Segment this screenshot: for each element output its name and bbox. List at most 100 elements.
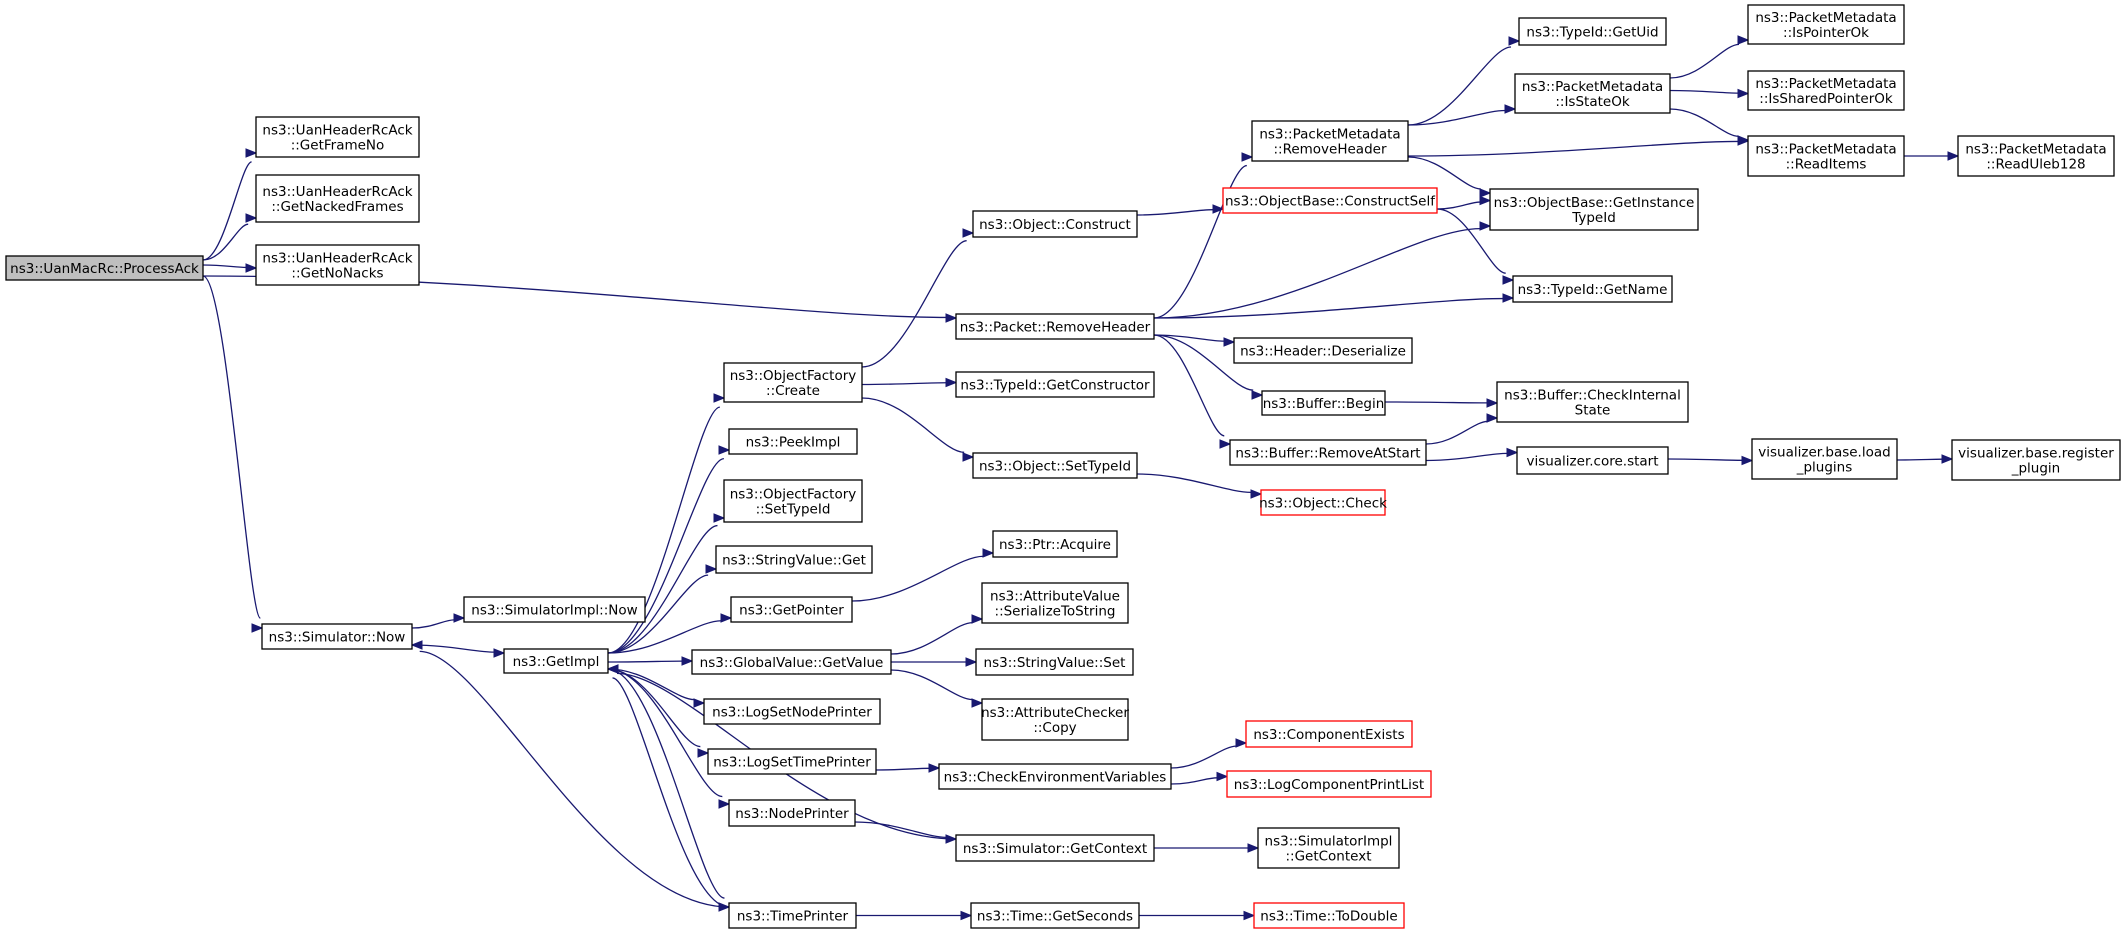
node-obConstructSelf[interactable]: ns3::ObjectBase::ConstructSelf: [1222, 187, 1438, 214]
node-box[interactable]: [728, 799, 856, 827]
node-bufRemoveAtStart[interactable]: ns3::Buffer::RemoveAtStart: [1229, 439, 1427, 466]
node-getImpl[interactable]: ns3::GetImpl: [503, 648, 609, 674]
node-ofCreate[interactable]: ns3::ObjectFactory::Create: [723, 362, 863, 403]
node-pmIsSharedPtrOk[interactable]: ns3::PacketMetadata::IsSharedPointerOk: [1747, 70, 1905, 111]
node-box[interactable]: [1512, 275, 1673, 303]
node-gvGetValue[interactable]: ns3::GlobalValue::GetValue: [691, 649, 892, 675]
node-visLoadPlugins[interactable]: visualizer.base.load_plugins: [1751, 438, 1898, 480]
node-typeIdGetUid[interactable]: ns3::TypeId::GetUid: [1518, 17, 1667, 46]
node-box[interactable]: [255, 116, 420, 158]
node-box[interactable]: [1751, 438, 1898, 480]
node-box[interactable]: [1257, 827, 1400, 869]
node-typeIdGetName[interactable]: ns3::TypeId::GetName: [1512, 275, 1673, 303]
node-box[interactable]: [703, 698, 881, 725]
node-box[interactable]: [255, 244, 420, 286]
node-box[interactable]: [1496, 381, 1689, 423]
node-box[interactable]: [1489, 188, 1699, 231]
node-box[interactable]: [1951, 439, 2121, 481]
node-strValSet[interactable]: ns3::StringValue::Set: [975, 648, 1134, 676]
node-headerDeser[interactable]: ns3::Header::Deserialize: [1233, 337, 1413, 364]
node-strValGet[interactable]: ns3::StringValue::Get: [715, 545, 873, 574]
node-bufBegin[interactable]: ns3::Buffer::Begin: [1261, 390, 1386, 416]
node-box[interactable]: [707, 748, 877, 775]
node-box[interactable]: [728, 902, 857, 929]
node-box[interactable]: [728, 428, 858, 455]
node-avSerialize[interactable]: ns3::AttributeValue::SerializeToString: [981, 582, 1129, 624]
node-box[interactable]: [972, 452, 1138, 479]
node-box[interactable]: [981, 582, 1129, 624]
node-peekImpl[interactable]: ns3::PeekImpl: [728, 428, 858, 455]
node-box[interactable]: [715, 545, 873, 574]
node-box[interactable]: [1747, 4, 1905, 45]
node-ptrAcquire[interactable]: ns3::Ptr::Acquire: [992, 530, 1118, 558]
node-box[interactable]: [981, 698, 1129, 741]
node-box[interactable]: [723, 479, 863, 523]
node-typeIdGetCtor[interactable]: ns3::TypeId::GetConstructor: [955, 371, 1155, 398]
node-box[interactable]: [5, 255, 204, 281]
node-simImplGetContext[interactable]: ns3::SimulatorImpl::GetContext: [1257, 827, 1400, 869]
node-logSetTime[interactable]: ns3::LogSetTimePrinter: [707, 748, 877, 775]
node-box[interactable]: [255, 174, 420, 223]
node-pmReadUleb[interactable]: ns3::PacketMetadata::ReadUleb128: [1957, 135, 2115, 177]
node-box[interactable]: [1514, 73, 1671, 114]
node-box[interactable]: [1226, 770, 1432, 798]
node-objCheck[interactable]: ns3::Object::Check: [1259, 489, 1387, 516]
node-nodePrinter[interactable]: ns3::NodePrinter: [728, 799, 856, 827]
node-pmReadItems[interactable]: ns3::PacketMetadata::ReadItems: [1747, 135, 1905, 177]
node-simImplNow[interactable]: ns3::SimulatorImpl::Now: [463, 596, 646, 623]
node-timePrinter[interactable]: ns3::TimePrinter: [728, 902, 857, 929]
node-getNacked[interactable]: ns3::UanHeaderRcAck::GetNackedFrames: [255, 174, 420, 223]
node-box[interactable]: [1747, 135, 1905, 177]
node-timeToDouble[interactable]: ns3::Time::ToDouble: [1253, 902, 1405, 929]
node-logCompPrint[interactable]: ns3::LogComponentPrintList: [1226, 770, 1432, 798]
node-getNoNacks[interactable]: ns3::UanHeaderRcAck::GetNoNacks: [255, 244, 420, 286]
node-ofSetTypeId[interactable]: ns3::ObjectFactory::SetTypeId: [723, 479, 863, 523]
node-acCopy[interactable]: ns3::AttributeChecker::Copy: [981, 698, 1129, 741]
node-pmIsPointerOk[interactable]: ns3::PacketMetadata::IsPointerOk: [1747, 4, 1905, 45]
node-getFrameNo[interactable]: ns3::UanHeaderRcAck::GetFrameNo: [255, 116, 420, 158]
node-checkEnv[interactable]: ns3::CheckEnvironmentVariables: [938, 763, 1172, 790]
node-objConstruct[interactable]: ns3::Object::Construct: [972, 210, 1138, 238]
node-box[interactable]: [975, 648, 1134, 676]
node-pmIsStateOk[interactable]: ns3::PacketMetadata::IsStateOk: [1514, 73, 1671, 114]
node-simNow[interactable]: ns3::Simulator::Now: [261, 623, 413, 650]
node-box[interactable]: [463, 596, 646, 623]
node-box[interactable]: [955, 371, 1155, 398]
node-box[interactable]: [1253, 902, 1405, 929]
node-box[interactable]: [1261, 390, 1386, 416]
node-box[interactable]: [992, 530, 1118, 558]
node-box[interactable]: [938, 763, 1172, 790]
node-visRegPlugin[interactable]: visualizer.base.register_plugin: [1951, 439, 2121, 481]
node-box[interactable]: [723, 362, 863, 403]
node-visCoreStart[interactable]: visualizer.core.start: [1516, 446, 1669, 475]
node-box[interactable]: [1251, 120, 1409, 162]
node-box[interactable]: [691, 649, 892, 675]
node-box[interactable]: [503, 648, 609, 674]
node-simGetContext[interactable]: ns3::Simulator::GetContext: [955, 834, 1155, 862]
node-box[interactable]: [1233, 337, 1413, 364]
node-pktRemoveHeader[interactable]: ns3::Packet::RemoveHeader: [955, 313, 1155, 340]
node-objSetTypeId[interactable]: ns3::Object::SetTypeId: [972, 452, 1138, 479]
node-box[interactable]: [1245, 720, 1413, 748]
node-box[interactable]: [972, 210, 1138, 238]
node-compExists[interactable]: ns3::ComponentExists: [1245, 720, 1413, 748]
node-logSetNode[interactable]: ns3::LogSetNodePrinter: [703, 698, 881, 725]
node-box[interactable]: [955, 313, 1155, 340]
node-box[interactable]: [1516, 446, 1669, 475]
node-pmRemoveHeader[interactable]: ns3::PacketMetadata::RemoveHeader: [1251, 120, 1409, 162]
node-box[interactable]: [955, 834, 1155, 862]
node-box[interactable]: [730, 596, 853, 623]
node-getPointer[interactable]: ns3::GetPointer: [730, 596, 853, 623]
node-root[interactable]: ns3::UanMacRc::ProcessAck: [5, 255, 204, 281]
node-box[interactable]: [1747, 70, 1905, 111]
node-box[interactable]: [1260, 489, 1386, 516]
node-timeGetSeconds[interactable]: ns3::Time::GetSeconds: [970, 902, 1140, 929]
node-box[interactable]: [261, 623, 413, 650]
node-box[interactable]: [970, 902, 1140, 929]
node-box[interactable]: [1518, 17, 1667, 46]
node-box[interactable]: [1957, 135, 2115, 177]
node-box[interactable]: [1229, 439, 1427, 466]
node-box[interactable]: [1222, 187, 1438, 214]
